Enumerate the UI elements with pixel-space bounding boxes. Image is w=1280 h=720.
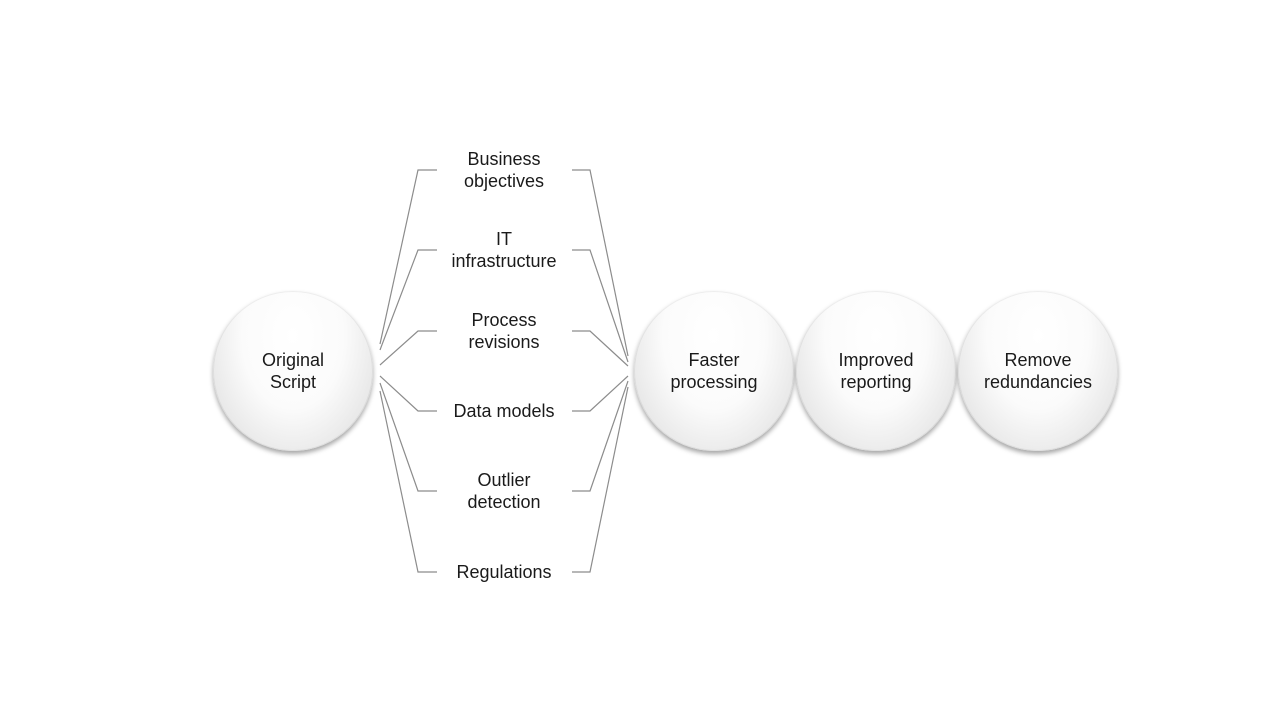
connector-out-process-revisions: [572, 330, 629, 367]
connector-in-data-models: [379, 375, 437, 412]
factor-data-models: Data models: [453, 401, 555, 421]
connector-out-business-objectives: [572, 169, 629, 357]
factor-business-objectives: Business objectives: [463, 149, 545, 191]
outcome-circle-remove-redundancies: Remove redundancies: [958, 291, 1118, 451]
connector-in-business-objectives: [379, 169, 437, 345]
source-label: Original Script: [261, 350, 325, 392]
connector-in-it-infrastructure: [379, 249, 437, 351]
connector-out-it-infrastructure: [572, 249, 629, 363]
factor-outlier-detection: Outlier detection: [467, 470, 541, 512]
connector-in-outlier-detection: [379, 382, 437, 492]
connector-out-outlier-detection: [572, 380, 629, 492]
outcome-circle-improved-reporting: Improved reporting: [796, 291, 956, 451]
outcome-label-faster-processing: Faster processing: [670, 350, 758, 392]
factor-regulations: Regulations: [456, 562, 552, 582]
connector-in-regulations: [379, 390, 437, 573]
source-circle-original-script: Original Script: [213, 291, 373, 451]
connector-in-process-revisions: [379, 330, 437, 366]
factor-it-infrastructure: IT infrastructure: [451, 229, 557, 271]
connector-out-data-models: [572, 375, 629, 412]
outcome-label-remove-redundancies: Remove redundancies: [983, 350, 1093, 392]
factor-process-revisions: Process revisions: [468, 310, 540, 352]
outcome-label-improved-reporting: Improved reporting: [838, 350, 914, 392]
outcome-circle-faster-processing: Faster processing: [634, 291, 794, 451]
connector-out-regulations: [572, 386, 629, 573]
